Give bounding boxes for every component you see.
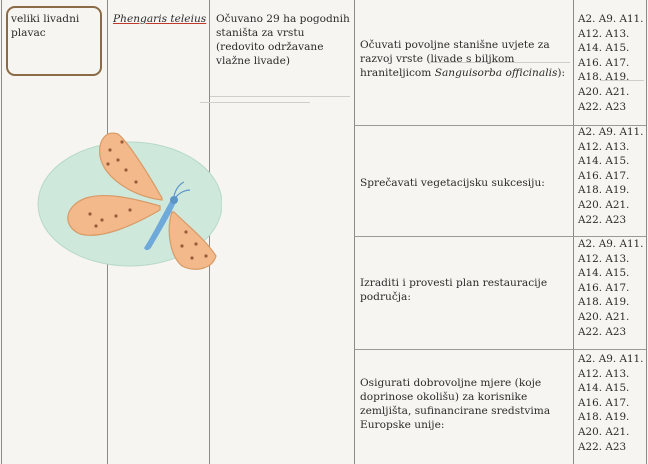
table-rule (646, 0, 647, 464)
code-line: A12. A13. (578, 27, 630, 40)
row-divider (354, 125, 646, 126)
code-line: A16. A17. (578, 169, 630, 182)
row-divider (354, 349, 646, 350)
bleed-through-line (430, 62, 570, 63)
code-line: A22. A23 (578, 440, 627, 453)
code-line: A14. A15. (578, 155, 630, 168)
measure-text: Osigurati dobrovoljne mjere (koje doprin… (360, 377, 551, 431)
code-line: A18. A19. (578, 184, 630, 197)
species-common-name: veliki livadni plavac (11, 13, 80, 39)
code-line: A12. A13. (578, 367, 630, 380)
code-line: A20. A21. (578, 310, 630, 323)
code-line: A2. A9. A11. (578, 126, 644, 138)
code-line: A16. A17. (578, 396, 630, 409)
table-rule (1, 0, 2, 464)
measure-text: Izraditi i provesti plan restauracije po… (360, 277, 548, 303)
code-line: A18. A19. (578, 411, 630, 424)
bleed-through-line (200, 102, 310, 103)
measure-codes: A2. A9. A11. A12. A13. A14. A15. A16. A1… (578, 237, 643, 339)
bleed-through-line (210, 96, 350, 97)
code-line: A14. A15. (578, 382, 630, 395)
code-line: A22. A23 (578, 213, 627, 226)
measure-text: Očuvati povoljne stanišne uvjete za razv… (360, 38, 570, 80)
code-line: A2. A9. A11. (578, 238, 644, 250)
conservation-goal: Očuvano 29 ha pogodnih staništa za vrstu… (216, 13, 350, 67)
table-rule (573, 0, 574, 464)
species-latin-name: Phengaris teleius (113, 13, 207, 25)
code-line: A14. A15. (578, 42, 630, 55)
bleed-through-line (600, 80, 644, 81)
code-line: A22. A23 (578, 325, 627, 338)
butterfly-illustration (36, 120, 223, 276)
code-line: A18. A19. (578, 296, 630, 309)
code-line: A20. A21. (578, 425, 630, 438)
code-line: A14. A15. (578, 267, 630, 280)
row-divider (354, 236, 646, 237)
measure-text-italic: Sanguisorba officinalis (434, 67, 558, 79)
code-line: A22. A23 (578, 100, 627, 113)
measure-codes: A2. A9. A11. A12. A13. A14. A15. A16. A1… (578, 125, 643, 227)
code-line: A2. A9. A11. (578, 13, 644, 25)
code-line: A12. A13. (578, 140, 630, 153)
measure-text-part: ): (557, 67, 566, 79)
table-rule (354, 0, 355, 464)
measure-codes: A2. A9. A11. A12. A13. A14. A15. A16. A1… (578, 352, 643, 454)
code-line: A20. A21. (578, 85, 630, 98)
measure-text-part: Očuvati povoljne stanišne uvjete za razv… (360, 39, 550, 79)
code-line: A12. A13. (578, 252, 630, 265)
code-line: A20. A21. (578, 198, 630, 211)
butterfly-icon (37, 132, 223, 270)
code-line: A2. A9. A11. (578, 353, 644, 365)
code-line: A16. A17. (578, 281, 630, 294)
measure-codes: A2. A9. A11. A12. A13. A14. A15. A16. A1… (578, 12, 643, 114)
species-name-box (6, 6, 102, 76)
code-line: A16. A17. (578, 56, 630, 69)
measure-text: Sprečavati vegetacijsku sukcesiju: (360, 177, 545, 189)
code-line: A18. A19. (578, 71, 630, 84)
